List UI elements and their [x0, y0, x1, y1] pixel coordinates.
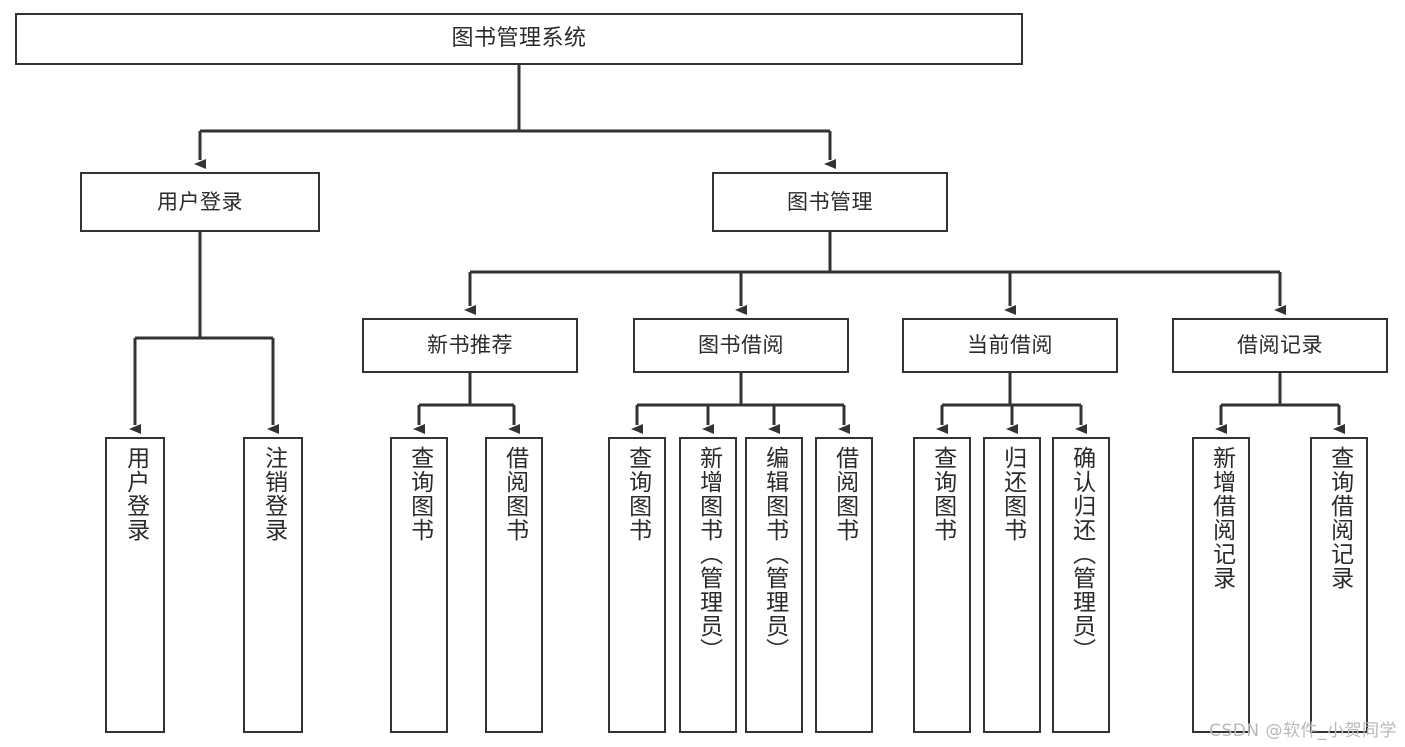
node-new-book-recommend[interactable]: 新书推荐	[362, 318, 578, 373]
leaf-current-query-book[interactable]: 查询图书	[913, 437, 971, 733]
leaf-recommend-query-book-label: 查询图书	[406, 446, 433, 542]
leaf-current-query-book-label: 查询图书	[929, 446, 956, 542]
leaf-borrow-lend-book-label: 借阅图书	[831, 446, 858, 542]
node-root-label: 图书管理系统	[451, 26, 587, 52]
leaf-current-return-book-label: 归还图书	[999, 446, 1026, 542]
records-to-leaves-edges	[1215, 373, 1345, 434]
node-user-login-label: 用户登录	[157, 189, 243, 214]
node-user-login[interactable]: 用户登录	[80, 172, 320, 232]
node-book-management-label: 图书管理	[787, 189, 873, 214]
node-new-book-recommend-label: 新书推荐	[427, 333, 513, 358]
node-current-borrow[interactable]: 当前借阅	[902, 318, 1118, 373]
leaf-borrow-add-book-label: 新增图书（管理员）	[695, 446, 722, 662]
leaf-user-login-label: 用户登录	[122, 446, 149, 542]
user-login-to-leaves-edges	[129, 232, 279, 434]
leaf-current-confirm-return-label: 确认归还（管理员）	[1068, 446, 1095, 662]
root-to-level2-edges	[194, 65, 836, 169]
node-book-borrow[interactable]: 图书借阅	[633, 318, 849, 373]
leaf-user-login[interactable]: 用户登录	[105, 437, 165, 733]
leaf-user-logout[interactable]: 注销登录	[243, 437, 303, 733]
node-borrow-records-label: 借阅记录	[1237, 333, 1323, 358]
leaf-records-add-record-label: 新增借阅记录	[1208, 446, 1235, 590]
leaf-borrow-add-book[interactable]: 新增图书（管理员）	[679, 437, 737, 733]
node-current-borrow-label: 当前借阅	[967, 333, 1053, 358]
node-root[interactable]: 图书管理系统	[15, 13, 1023, 65]
node-book-management[interactable]: 图书管理	[712, 172, 948, 232]
leaf-current-confirm-return[interactable]: 确认归还（管理员）	[1052, 437, 1110, 733]
leaf-user-logout-label: 注销登录	[260, 446, 287, 542]
leaf-borrow-query-book[interactable]: 查询图书	[608, 437, 666, 733]
leaf-borrow-query-book-label: 查询图书	[624, 446, 651, 542]
current-to-leaves-edges	[936, 373, 1087, 434]
borrow-to-leaves-edges	[631, 373, 850, 434]
leaf-borrow-lend-book[interactable]: 借阅图书	[815, 437, 873, 733]
leaf-records-query-record-label: 查询借阅记录	[1326, 446, 1353, 590]
leaf-records-add-record[interactable]: 新增借阅记录	[1192, 437, 1250, 733]
leaf-recommend-query-book[interactable]: 查询图书	[390, 437, 448, 733]
leaf-current-return-book[interactable]: 归还图书	[983, 437, 1041, 733]
leaf-recommend-borrow-book[interactable]: 借阅图书	[485, 437, 543, 733]
csdn-watermark: CSDN @软件_小贺同学	[1209, 721, 1397, 741]
leaf-records-query-record[interactable]: 查询借阅记录	[1310, 437, 1368, 733]
leaf-borrow-edit-book[interactable]: 编辑图书（管理员）	[745, 437, 803, 733]
leaf-recommend-borrow-book-label: 借阅图书	[501, 446, 528, 542]
node-book-borrow-label: 图书借阅	[698, 333, 784, 358]
leaf-borrow-edit-book-label: 编辑图书（管理员）	[761, 446, 788, 662]
book-mgmt-to-level3-edges	[464, 232, 1286, 315]
node-borrow-records[interactable]: 借阅记录	[1172, 318, 1388, 373]
new-book-to-leaves-edges	[413, 373, 520, 434]
